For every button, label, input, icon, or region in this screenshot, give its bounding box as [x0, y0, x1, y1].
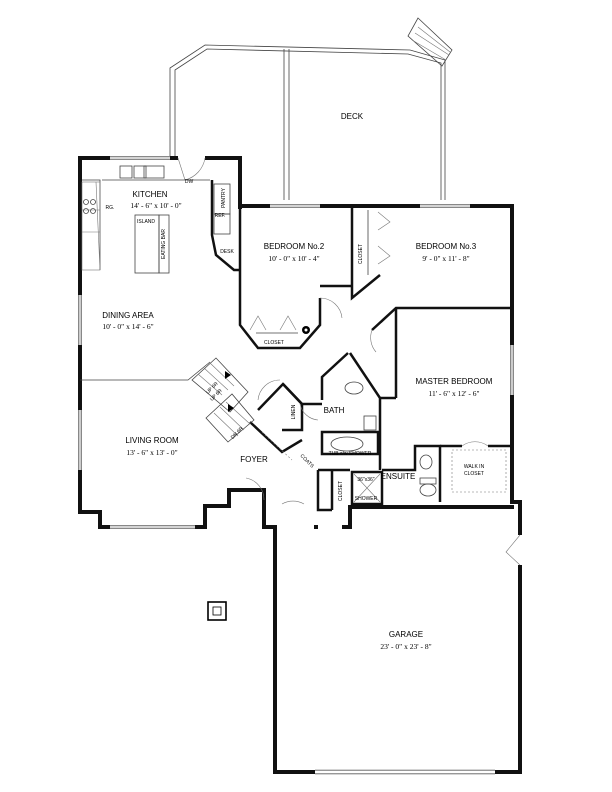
- bed3-closet-label: CLOSET: [358, 244, 364, 264]
- bed2-closet-label: CLOSET: [264, 340, 284, 346]
- bath-fixtures: [330, 381, 377, 452]
- island-label: ISLAND: [137, 219, 155, 225]
- walk-in-label-1: WALK IN: [464, 464, 485, 470]
- master-dims: 11' - 6" x 12' - 6": [428, 389, 479, 398]
- eating-bar-label: EATING BAR: [161, 229, 167, 259]
- stairs-dn-label: DN 6R: [230, 426, 245, 441]
- dw-label: DW: [185, 179, 194, 185]
- kitchen-label: KITCHEN: [132, 190, 167, 199]
- windows: [78, 156, 514, 529]
- house-exterior-walls: [78, 156, 518, 529]
- garage-walls: [273, 500, 522, 775]
- exterior-post: [207, 601, 227, 621]
- kitchen-counters: [81, 165, 210, 271]
- garage-side-door: [505, 534, 523, 566]
- bed2-label: BEDROOM No.2: [264, 242, 325, 251]
- foyer-closet-label: CLOSET: [338, 481, 344, 501]
- linen-label: LINEN: [291, 404, 297, 419]
- range-label: RG.: [106, 205, 115, 211]
- garage-dims: 23' - 0" x 23' - 8": [380, 642, 431, 651]
- coats-label: COATS: [299, 453, 316, 470]
- deck-label: DECK: [341, 112, 364, 121]
- interior-walls: [210, 180, 512, 512]
- bed2-dims: 10' - 0" x 10' - 4": [268, 254, 319, 263]
- shower-label: SHOWER: [355, 496, 378, 502]
- kitchen-dims: 14' - 6" x 10' - 0": [130, 201, 181, 210]
- dining-dims: 10' - 0" x 14' - 6": [102, 322, 153, 331]
- range-burners: [83, 199, 96, 214]
- tub-label: TUB c/w SHOWER: [329, 451, 372, 457]
- deck-stairs: [407, 17, 453, 67]
- ref-label: REF.: [215, 213, 226, 219]
- bed3-dims: 9' - 0" x 11' - 8": [422, 254, 469, 263]
- interior-doors: [245, 297, 489, 505]
- deck-door: [177, 155, 206, 181]
- stairs: [191, 357, 255, 443]
- deck-outline: [169, 44, 446, 200]
- living-label: LIVING ROOM: [125, 436, 179, 445]
- desk-label: DESK: [220, 249, 234, 255]
- garage-label: GARAGE: [389, 630, 423, 639]
- kitchen-island: [134, 214, 170, 274]
- refrigerator: [213, 213, 231, 235]
- pantry-label: PANTRY: [221, 187, 227, 207]
- dining-label: DINING AREA: [102, 311, 154, 320]
- shower-size-label: 36"x36": [357, 477, 374, 483]
- ensuite-label: ENSUITE: [381, 472, 416, 481]
- bed2-closet-doors: [249, 315, 310, 334]
- coats-rod: [261, 431, 293, 461]
- living-dims: 13' - 6" x 13' - 0": [126, 448, 177, 457]
- foyer-label: FOYER: [240, 455, 268, 464]
- bed3-closet-doors: [367, 210, 391, 275]
- walk-in-label-2: CLOSET: [464, 471, 484, 477]
- master-label: MASTER BEDROOM: [416, 377, 493, 386]
- bed3-label: BEDROOM No.3: [416, 242, 477, 251]
- ensuite-fixtures: [353, 454, 437, 503]
- bath-label: BATH: [324, 406, 345, 415]
